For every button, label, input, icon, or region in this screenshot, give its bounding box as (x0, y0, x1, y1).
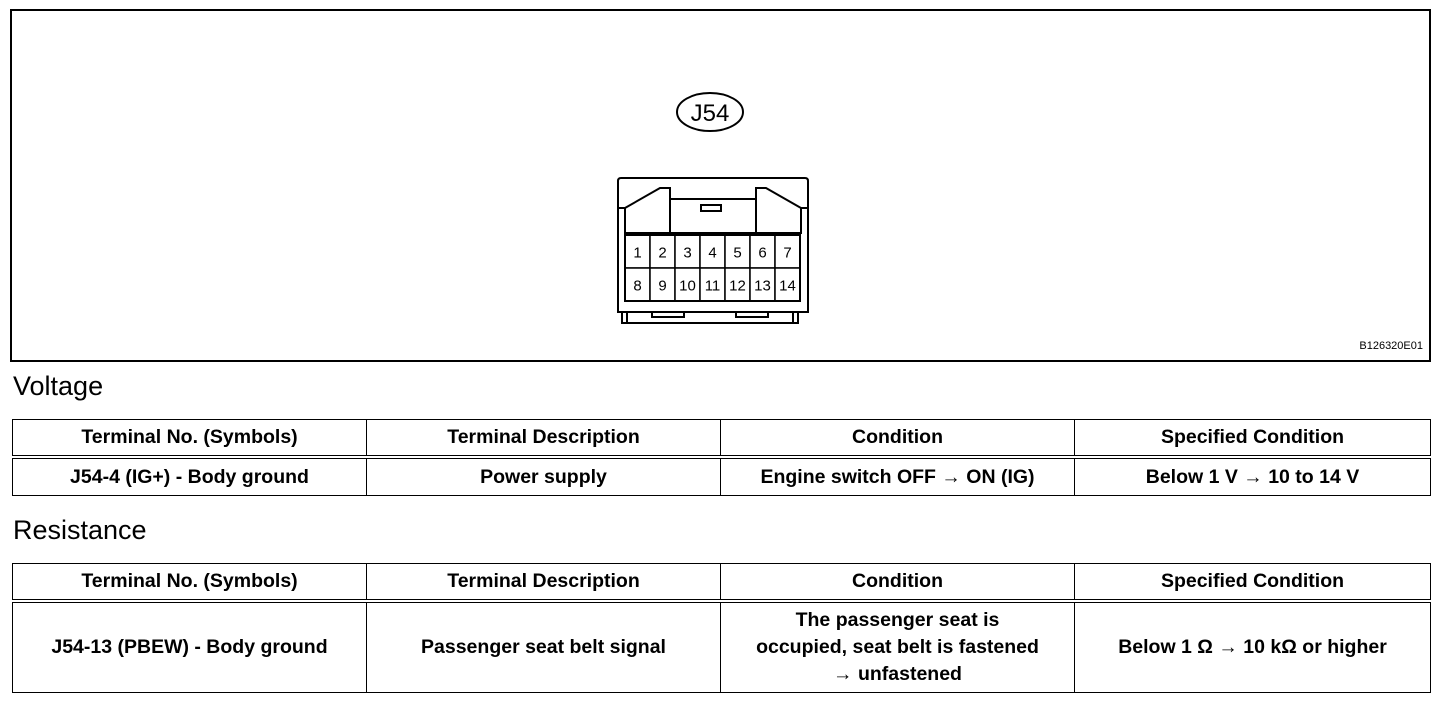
resistance-header-row: Terminal No. (Symbols) Terminal Descript… (12, 563, 1431, 603)
specified-cell: Below 1 Ω → 10 kΩ or higher (1074, 600, 1431, 693)
pin-number: 5 (733, 245, 741, 262)
condition-cell: The passenger seat is occupied, seat bel… (720, 600, 1075, 693)
column-header: Terminal Description (366, 563, 721, 603)
specified-cell: Below 1 V → 10 to 14 V (1074, 456, 1431, 496)
pin-cell (699, 234, 726, 269)
voltage-title: Voltage (13, 371, 104, 401)
pin-number: 8 (633, 278, 641, 295)
pin-block-border (624, 234, 801, 302)
condition-line: → unfastened (833, 663, 962, 685)
voltage-table: Terminal No. (Symbols) Terminal Descript… (12, 419, 1431, 496)
pin-cell (674, 234, 701, 269)
column-header: Terminal Description (366, 419, 721, 459)
connector-label-ellipse (676, 92, 744, 132)
column-header: Terminal No. (Symbols) (12, 419, 367, 459)
pin-cell (724, 234, 751, 269)
pin-cell (749, 267, 776, 302)
table-row: J54-13 (PBEW) - Body ground Passenger se… (12, 600, 1431, 693)
pin-number: 14 (779, 278, 796, 295)
pin-cell (624, 267, 651, 302)
pin-cell (649, 267, 676, 302)
figure-code: B126320E01 (1359, 340, 1423, 352)
pin-number: 10 (679, 278, 696, 295)
condition-cell: Engine switch OFF → ON (IG) (720, 456, 1075, 496)
pin-number: 7 (783, 245, 791, 262)
connector-body (617, 177, 809, 324)
terminal-cell: J54-4 (IG+) - Body ground (12, 456, 367, 496)
pin-number: 12 (729, 278, 746, 295)
column-header: Condition (720, 419, 1075, 459)
resistance-title: Resistance (13, 515, 147, 545)
terminal-cell: J54-13 (PBEW) - Body ground (12, 600, 367, 693)
condition-line: occupied, seat belt is fastened (756, 636, 1039, 658)
column-header: Terminal No. (Symbols) (12, 563, 367, 603)
description-cell: Passenger seat belt signal (366, 600, 721, 693)
pin-number: 1 (633, 245, 641, 262)
connector-label: J54 (691, 100, 730, 127)
column-header: Specified Condition (1074, 419, 1431, 459)
pin-cell (774, 267, 801, 302)
pin-number: 2 (658, 245, 666, 262)
resistance-table: Terminal No. (Symbols) Terminal Descript… (12, 563, 1431, 693)
pin-number: 11 (705, 278, 721, 295)
column-header: Condition (720, 563, 1075, 603)
condition-line: The passenger seat is (795, 609, 1000, 631)
voltage-header-row: Terminal No. (Symbols) Terminal Descript… (12, 419, 1431, 459)
pin-number: 9 (658, 278, 666, 295)
table-row: J54-4 (IG+) - Body ground Power supply E… (12, 456, 1431, 496)
column-header: Specified Condition (1074, 563, 1431, 603)
pin-cell (749, 234, 776, 269)
pin-number: 13 (754, 278, 771, 295)
pin-number: 4 (708, 245, 716, 262)
pin-number: 6 (758, 245, 766, 262)
description-cell: Power supply (366, 456, 721, 496)
pin-number: 3 (683, 245, 691, 262)
